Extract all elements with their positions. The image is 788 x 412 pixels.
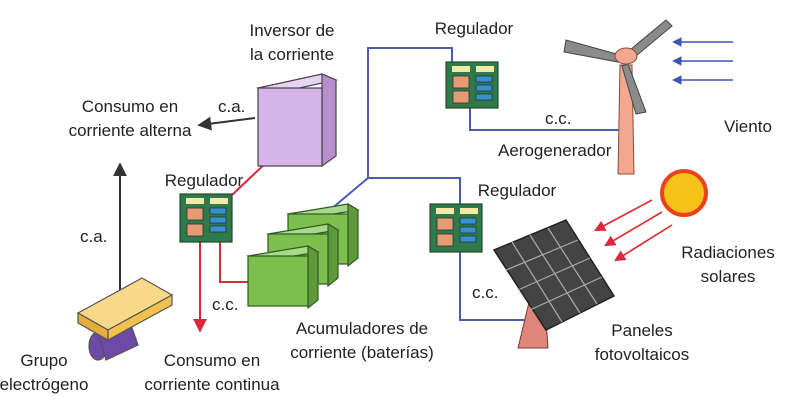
left-dc-label: c.c. [212, 295, 238, 314]
wind-turbine-label: Aerogenerador [498, 141, 612, 160]
generator-ac-label: c.a. [80, 227, 107, 246]
inverter-box [256, 73, 338, 168]
battery-bank [246, 202, 360, 310]
regulator-top-label: Regulador [435, 19, 514, 38]
solar-dc-label: c.c. [472, 283, 498, 302]
generator-label-line2: electrógeno [0, 375, 88, 394]
solar-panel [492, 219, 616, 349]
wind-dc-label: c.c. [545, 109, 571, 128]
regulator-right-device [429, 203, 483, 253]
batteries-label-line2: corriente (baterías) [290, 343, 434, 362]
regulator-left-label: Regulador [165, 171, 244, 190]
generator-label-line1: Grupo [20, 351, 67, 370]
solar-radiation-label-line2: solares [701, 267, 756, 286]
diagram-labels: Inversor de la corriente Regulador Consu… [0, 19, 775, 394]
solar-ray-arrows [594, 199, 673, 262]
ac-consumption-label-line1: Consumo en [82, 97, 178, 116]
generator-unit [76, 277, 174, 361]
dark-arrows [113, 116, 256, 295]
dc-consumption-label-line1: Consumo en [164, 351, 260, 370]
ac-consumption-label-line2: corriente alterna [69, 121, 192, 140]
solar-panels-label-line1: Paneles [611, 321, 672, 340]
wind-turbine [563, 19, 673, 175]
inverter-label-line1: Inversor de [249, 21, 334, 40]
inverter-ac-label: c.a. [218, 97, 245, 116]
regulator-left-device [179, 193, 233, 243]
dc-consumption-label-line2: corriente continua [144, 375, 280, 394]
inverter-label-line2: la corriente [250, 45, 334, 64]
regulator-top-device [445, 61, 499, 109]
wind-label: Viento [724, 117, 772, 136]
batteries-label-line1: Acumuladores de [296, 319, 428, 338]
sun-icon [660, 169, 708, 217]
solar-panels-label-line2: fotovoltaicos [595, 345, 690, 364]
blue-wires [329, 47, 625, 321]
solar-radiation-label-line1: Radiaciones [681, 243, 775, 262]
wind-arrows [672, 37, 733, 85]
regulator-right-label: Regulador [478, 181, 557, 200]
